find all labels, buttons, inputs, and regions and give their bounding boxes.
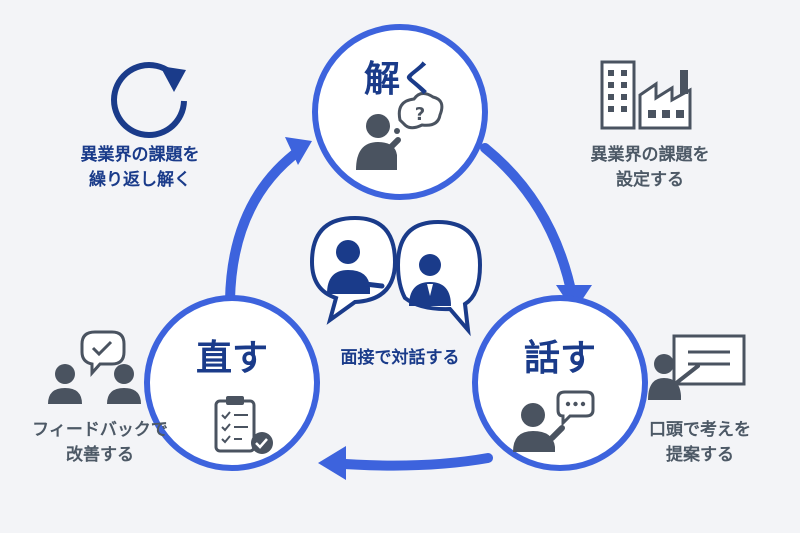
note-bottom-left-line-1: フィードバックで: [32, 420, 168, 440]
office-factory-icon: [600, 60, 692, 130]
arrow-fix-to-solve: [225, 145, 305, 305]
thinking-person-icon: ?: [356, 92, 444, 170]
node-fix-title: 直す: [195, 338, 268, 379]
note-top-right-line-1: 異業界の課題を: [590, 145, 710, 165]
node-solve-title: 解く: [363, 59, 436, 100]
node-fix-circle: [144, 295, 320, 471]
note-bottom-right-line-1: 口頭で考えを: [649, 420, 751, 440]
note-top-right: 異業界の課題を 設定する: [555, 143, 745, 193]
note-top-left-line-2: 繰り返し解く: [89, 170, 191, 190]
arrow-fix-to-solve-head: [285, 137, 312, 165]
feedback-people-icon: [48, 330, 141, 404]
note-bottom-right: 口頭で考えを 提案する: [620, 418, 780, 468]
speaking-person-icon: [513, 390, 595, 452]
note-top-right-line-2: 設定する: [616, 170, 684, 190]
note-top-left: 異業界の課題を 繰り返し解く: [40, 143, 240, 193]
arrow-talk-to-fix: [325, 453, 493, 471]
interview-dialogue-icon: [309, 215, 483, 337]
note-bottom-right-line-2: 提案する: [666, 445, 734, 465]
arrow-solve-to-talk: [480, 143, 578, 305]
note-top-left-line-1: 異業界の課題を: [80, 145, 200, 165]
arrow-talk-to-fix-head: [318, 446, 346, 480]
node-talk-circle: [472, 295, 648, 471]
presentation-board-icon: [648, 334, 746, 400]
note-bottom-left-line-2: 改善する: [66, 445, 134, 465]
node-talk-title: 話す: [523, 338, 596, 379]
checklist-clipboard-icon: [214, 396, 273, 454]
svg-text:?: ?: [415, 104, 425, 125]
center-label: 面接で対話する: [340, 348, 460, 368]
note-bottom-left: フィードバックで 改善する: [15, 418, 185, 468]
refresh-cycle-icon: [111, 62, 187, 139]
